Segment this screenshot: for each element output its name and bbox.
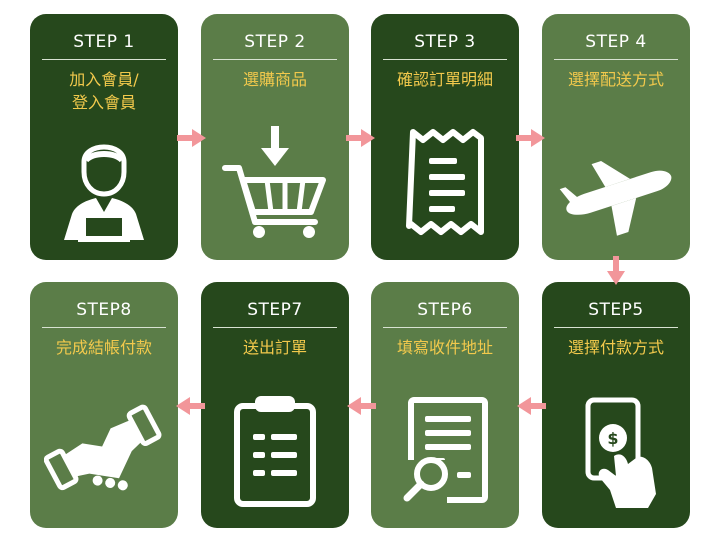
step-label: STEP 3 [414,32,476,52]
arrow-left-1 [517,397,546,415]
step-title: 加入會員/ 登入會員 [34,68,174,114]
shopping-cart-icon [222,126,326,238]
step-3-card: STEP 3 確認訂單明細 [371,14,519,260]
step-title: 完成結帳付款 [34,336,174,359]
step-5-card: STEP5 選擇付款方式 $ [542,282,690,528]
step-7-card: STEP7 送出訂單 [201,282,349,528]
divider [213,327,337,328]
step-label: STEP7 [247,300,303,320]
step-2-card: STEP 2 選購商品 [201,14,349,260]
step-label: STEP8 [76,300,132,320]
step-label: STEP 2 [244,32,306,52]
svg-text:$: $ [607,429,618,448]
phone-payment-icon: $ [585,397,656,508]
step-title-line1: 填寫收件地址 [396,338,493,357]
step-4-card: STEP 4 選擇配送方式 [542,14,690,260]
member-at-laptop-icon [64,144,144,242]
step-6-card: STEP6 填寫收件地址 [371,282,519,528]
divider [383,327,507,328]
receipt-icon [406,129,484,235]
arrow-right-3 [516,129,545,147]
step-title-line1: 選擇付款方式 [567,338,664,357]
step-8-card: STEP8 完成結帳付款 [30,282,178,528]
arrow-right-1 [177,129,206,147]
step-title-line1: 確認訂單明細 [396,70,493,89]
step-label: STEP 4 [585,32,647,52]
step-label: STEP6 [417,300,473,320]
step-title: 選擇配送方式 [546,68,686,91]
arrow-down [607,256,625,285]
step-1-card: STEP 1 加入會員/ 登入會員 [30,14,178,260]
divider [42,327,166,328]
airplane-icon [559,160,672,236]
step-title-line1: 加入會員/ [69,70,139,89]
handshake-icon [44,404,162,491]
step-title-line1: 完成結帳付款 [55,338,152,357]
step-label: STEP 1 [73,32,135,52]
divider [554,59,678,60]
step-title: 選擇付款方式 [546,336,686,359]
divider [554,327,678,328]
step-title-line1: 選擇配送方式 [567,70,664,89]
step-title: 送出訂單 [205,336,345,359]
divider [42,59,166,60]
step-title: 填寫收件地址 [375,336,515,359]
arrow-right-2 [346,129,375,147]
step-title: 選購商品 [205,68,345,91]
document-search-icon [403,397,488,504]
arrow-left-2 [347,397,376,415]
divider [213,59,337,60]
step-title: 確認訂單明細 [375,68,515,91]
divider [383,59,507,60]
clipboard-icon [234,396,316,507]
step-title-line2: 登入會員 [71,93,136,112]
step-title-line1: 送出訂單 [242,338,307,357]
step-label: STEP5 [588,300,644,320]
arrow-left-3 [176,397,205,415]
step-title-line1: 選購商品 [242,70,307,89]
